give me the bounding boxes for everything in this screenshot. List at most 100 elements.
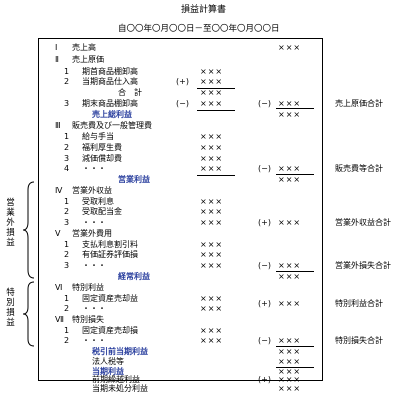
sign-minus: (−) xyxy=(258,99,271,108)
item-sum: 合 計 xyxy=(118,88,142,97)
item-number: 4 xyxy=(64,164,70,173)
amount-other: ××× xyxy=(200,304,224,313)
label-nonop-expense-total: 営業外損失合計 xyxy=(335,261,391,270)
section-label-special-gain: 特別利益 xyxy=(72,283,104,292)
period-range: 自〇〇年〇月〇〇日－至〇〇年〇月〇〇日 xyxy=(118,24,280,34)
section-number-7: Ⅶ xyxy=(55,315,64,324)
sign-plus: (+) xyxy=(258,375,271,384)
total-rule xyxy=(276,271,314,272)
amount-dividends-received: ××× xyxy=(200,207,224,216)
item-number: 1 xyxy=(64,197,70,206)
total-rule xyxy=(276,367,314,368)
item-other: ・・・ xyxy=(82,218,106,227)
total-rule xyxy=(276,108,314,109)
item-depreciation: 減価償却費 xyxy=(82,154,122,163)
amount-net-profit: ××× xyxy=(278,367,302,376)
item-number: 2 xyxy=(64,207,70,216)
item-interest-paid: 支払利息割引料 xyxy=(82,240,138,249)
item-number: 2 xyxy=(64,250,70,259)
amount-salaries: ××× xyxy=(200,132,224,141)
amount-sales: ××× xyxy=(278,43,302,52)
subtotal-rule xyxy=(197,175,235,176)
item-interest-received: 受取利息 xyxy=(82,197,114,206)
amount-income-tax: ××× xyxy=(278,357,302,366)
item-number: 3 xyxy=(64,99,70,108)
item-securities-loss: 有価証券評価損 xyxy=(82,250,138,259)
amount-other: ××× xyxy=(200,336,224,345)
label-nonop-income-total: 営業外収益合計 xyxy=(335,218,391,227)
sign-plus: (+) xyxy=(176,77,189,86)
amount-cogs-total: ××× xyxy=(278,99,302,108)
item-number: 1 xyxy=(64,240,70,249)
pretax-profit-label: 税引前当期利益 xyxy=(92,347,148,356)
sign-minus: (−) xyxy=(176,99,189,108)
item-number: 3 xyxy=(64,154,70,163)
nonoperating-brace xyxy=(22,181,35,279)
item-asset-sale-loss: 固定資産売却損 xyxy=(82,326,138,335)
amount-sga-total: ××× xyxy=(278,164,302,173)
amount-other: ××× xyxy=(200,164,224,173)
amount-special-loss-total: ××× xyxy=(278,336,302,345)
gross-profit-label: 売上総利益 xyxy=(92,110,132,119)
amount-closing-inventory: ××× xyxy=(200,99,224,108)
section-label-sales: 売上高 xyxy=(72,43,96,52)
operating-profit-label: 営業利益 xyxy=(118,175,150,184)
sign-plus: (+) xyxy=(258,299,271,308)
item-number: 3 xyxy=(64,261,70,270)
item-asset-sale-gain: 固定資産売却益 xyxy=(82,294,138,303)
amount-other: ××× xyxy=(200,218,224,227)
label-special-gain-total: 特別利益合計 xyxy=(335,299,383,308)
amount-opening-inventory: ××× xyxy=(200,67,224,76)
item-number: 2 xyxy=(64,143,70,152)
amount-nonop-income-total: ××× xyxy=(278,218,302,227)
amount-interest-paid: ××× xyxy=(200,240,224,249)
item-purchases: 当期商品仕入高 xyxy=(82,77,138,86)
amount-special-gain-total: ××× xyxy=(278,299,302,308)
statement-frame xyxy=(38,38,323,381)
item-number: 1 xyxy=(64,132,70,141)
item-number: 2 xyxy=(64,77,70,86)
side-label-special: 特別損益 xyxy=(6,288,15,328)
item-other: ・・・ xyxy=(82,336,106,345)
ordinary-profit-label: 経常利益 xyxy=(118,272,150,281)
amount-nonop-expense-total: ××× xyxy=(278,261,302,270)
side-label-nonoperating: 営業外損益 xyxy=(6,198,15,248)
section-number-3: Ⅲ xyxy=(55,121,61,130)
section-label-nonop-income: 営業外収益 xyxy=(72,186,112,195)
total-rule xyxy=(276,174,314,175)
item-other: ・・・ xyxy=(82,304,106,313)
amount-purchases: ××× xyxy=(200,77,224,86)
sign-plus: (+) xyxy=(258,218,271,227)
carried-forward-label: 前期繰越利益 xyxy=(92,375,140,384)
subtotal-rule xyxy=(197,110,235,111)
item-salaries: 給与手当 xyxy=(82,132,114,141)
sign-minus: (−) xyxy=(258,336,271,345)
item-closing-inventory: 期末商品棚卸高 xyxy=(82,99,138,108)
sign-minus: (−) xyxy=(258,261,271,270)
amount-asset-sale-gain: ××× xyxy=(200,294,224,303)
item-opening-inventory: 期首商品棚卸高 xyxy=(82,67,138,76)
section-number-4: Ⅳ xyxy=(55,186,63,195)
unappropriated-profit-label: 当期未処分利益 xyxy=(92,384,148,393)
item-number: 1 xyxy=(64,67,70,76)
section-number-2: Ⅱ xyxy=(55,55,59,64)
label-special-loss-total: 特別損失合計 xyxy=(335,336,383,345)
income-tax-label: 法人税等 xyxy=(92,357,124,366)
total-rule xyxy=(276,346,314,347)
net-profit-label: 当期利益 xyxy=(92,367,124,376)
item-number: 2 xyxy=(64,304,70,313)
label-cogs-total: 売上原価合計 xyxy=(335,99,383,108)
amount-depreciation: ××× xyxy=(200,154,224,163)
amount-unappropriated-profit: ××× xyxy=(278,384,302,393)
item-number: 1 xyxy=(64,326,70,335)
amount-operating-profit: ××× xyxy=(278,175,302,184)
sign-minus: (−) xyxy=(258,164,271,173)
amount-ordinary-profit: ××× xyxy=(278,272,302,281)
item-other: ・・・ xyxy=(82,164,106,173)
item-dividends-received: 受取配当金 xyxy=(82,207,122,216)
section-label-nonop-expense: 営業外費用 xyxy=(72,229,112,238)
section-label-special-loss: 特別損失 xyxy=(72,315,104,324)
section-label-cogs: 売上原価 xyxy=(72,55,104,64)
item-number: 1 xyxy=(64,294,70,303)
amount-pretax-profit: ××× xyxy=(278,347,302,356)
